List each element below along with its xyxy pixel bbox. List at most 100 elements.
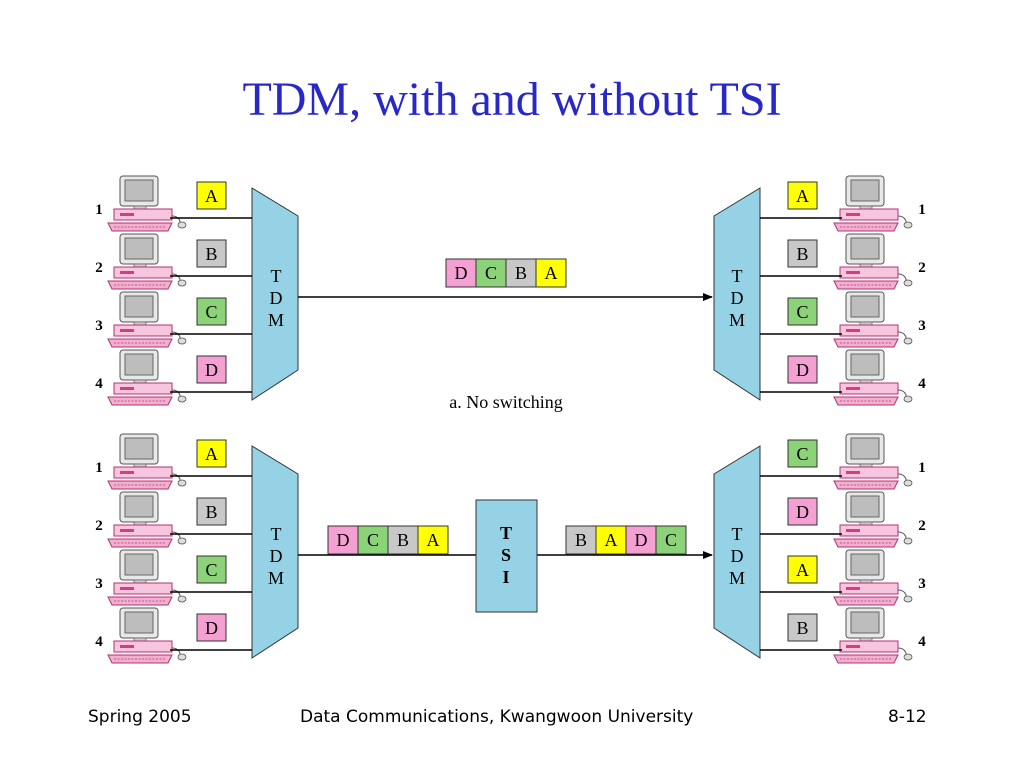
slot-letter: A <box>205 186 218 206</box>
slot-letter: C <box>205 560 217 580</box>
station-number-left: 3 <box>95 576 103 592</box>
tsi-letter: I <box>502 567 509 587</box>
mux-letter: D <box>731 288 744 308</box>
slot-box <box>196 613 227 642</box>
frame-slot-letter: A <box>605 530 618 550</box>
computer-icon <box>833 549 913 606</box>
slot-letter: C <box>796 302 808 322</box>
tsi-letter: S <box>501 545 511 565</box>
frame-slot <box>595 525 627 555</box>
mux-letter: D <box>270 288 283 308</box>
tsi-letter: T <box>500 523 512 543</box>
output-slot: C <box>787 439 818 468</box>
slot-letter: D <box>205 618 218 638</box>
input-slot: D <box>196 355 227 384</box>
station-number-right: 1 <box>918 202 926 218</box>
station-number-right: 3 <box>918 318 926 334</box>
mux-letter: M <box>729 568 745 588</box>
output-slot: A <box>787 181 818 210</box>
input-slot: C <box>196 555 227 584</box>
station-number-left: 4 <box>95 376 103 392</box>
tsi-shape <box>475 499 538 613</box>
slot-box <box>196 555 227 584</box>
slide-title: TDM, with and without TSI <box>242 73 782 126</box>
output-slot: C <box>787 297 818 326</box>
slot-letter: A <box>796 186 809 206</box>
frame-slot-letter: D <box>337 530 350 550</box>
frame-slot <box>327 525 359 555</box>
frame-slot-letter: C <box>665 530 677 550</box>
mux-letter: T <box>271 524 282 544</box>
computer-icon <box>833 433 913 490</box>
station-number-left: 4 <box>95 634 103 650</box>
footer-course: Data Communications, Kwangwoon Universit… <box>300 707 694 727</box>
mux-shape <box>251 187 299 401</box>
station-number-right: 3 <box>918 576 926 592</box>
frame-slot-letter: C <box>485 263 497 283</box>
station-number-left: 1 <box>95 460 103 476</box>
frame-slot-letter: D <box>455 263 468 283</box>
input-slot: D <box>196 613 227 642</box>
frame-slot-letter: A <box>545 263 558 283</box>
frame-slot-letter: C <box>367 530 379 550</box>
mux-letter: T <box>732 524 743 544</box>
slot-letter: B <box>205 502 217 522</box>
computer-icon <box>833 291 913 348</box>
computer-icon <box>107 491 187 548</box>
slot-box <box>787 439 818 468</box>
slot-box <box>196 439 227 468</box>
footer-page-number: 8-12 <box>888 707 927 727</box>
mux-letter: T <box>271 266 282 286</box>
mux-shape <box>713 187 761 401</box>
slot-letter: D <box>796 360 809 380</box>
frame-slot <box>535 258 567 288</box>
tdm-mux-right: TDM <box>713 445 761 659</box>
station-number-left: 3 <box>95 318 103 334</box>
computer-icon <box>833 607 913 664</box>
frame-slot <box>625 525 657 555</box>
mux-letter: M <box>268 310 284 330</box>
computer-icon <box>107 349 187 406</box>
slot-letter: C <box>796 444 808 464</box>
mux-letter: M <box>729 310 745 330</box>
frame-slot <box>655 525 687 555</box>
footer-date: Spring 2005 <box>88 707 192 727</box>
mux-letter: D <box>270 546 283 566</box>
frame-slot-letter: B <box>397 530 409 550</box>
mux-shape <box>713 445 761 659</box>
output-slot: A <box>787 555 818 584</box>
frame-slot <box>357 525 389 555</box>
frame-slot <box>445 258 477 288</box>
slot-letter: C <box>205 302 217 322</box>
slot-box <box>787 555 818 584</box>
tdm-mux-right: TDM <box>713 187 761 401</box>
computer-icon <box>833 175 913 232</box>
input-slot: A <box>196 181 227 210</box>
input-slot: C <box>196 297 227 326</box>
tsi-box: TSI <box>475 499 538 613</box>
slot-box <box>196 497 227 526</box>
frame-slot-letter: A <box>427 530 440 550</box>
slot-letter: B <box>796 244 808 264</box>
mux-letter: T <box>732 266 743 286</box>
computer-icon <box>107 607 187 664</box>
mux-letter: D <box>731 546 744 566</box>
slot-box <box>196 181 227 210</box>
output-slot: B <box>787 613 818 642</box>
frame-slot <box>475 258 507 288</box>
computer-icon <box>107 233 187 290</box>
tdm-mux-left: TDM <box>251 187 299 401</box>
station-number-right: 4 <box>918 376 926 392</box>
mux-shape <box>251 445 299 659</box>
station-number-right: 4 <box>918 634 926 650</box>
station-number-right: 2 <box>918 260 926 276</box>
computer-icon <box>107 175 187 232</box>
slot-letter: B <box>205 244 217 264</box>
computer-icon <box>833 233 913 290</box>
frame-slot <box>417 525 449 555</box>
input-slot: B <box>196 497 227 526</box>
slot-box <box>196 355 227 384</box>
slot-box <box>787 497 818 526</box>
